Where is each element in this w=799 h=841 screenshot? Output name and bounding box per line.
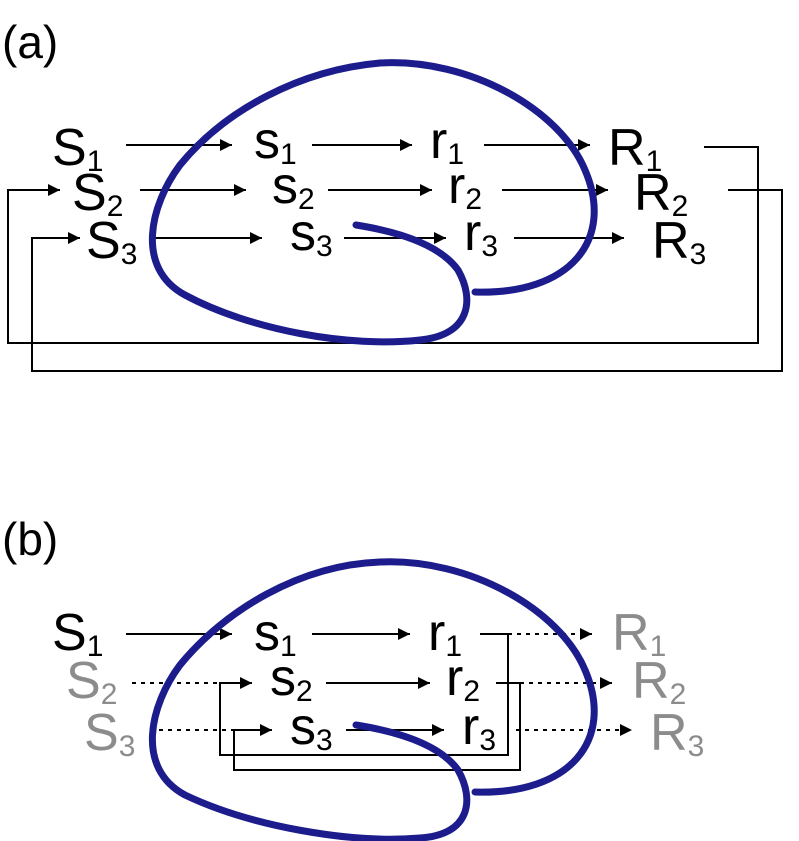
node-b-r1: r1	[428, 604, 462, 663]
node-a-S3: S3	[86, 212, 137, 271]
panel-a-label: (a)	[2, 16, 58, 68]
node-b-r2: r2	[446, 649, 480, 708]
node-b-S3: S3	[84, 704, 135, 763]
node-b-R1: R1	[612, 604, 666, 663]
node-a-R2: R2	[634, 164, 688, 223]
feedback-a-R2-S3	[31, 189, 783, 372]
node-b-S2: S2	[66, 652, 117, 711]
panel-a: (a) S1 s1 r1 R1 S2 s2 r2 R2 S3 s3 r3 R3	[2, 16, 783, 372]
panel-b: (b) S1 s1 r1 R1 S2 s2 r2 R2 S3 s3 r3 R3	[2, 513, 704, 841]
node-a-s2: s2	[272, 157, 315, 216]
node-a-r2: r2	[448, 157, 482, 216]
node-a-s1: s1	[254, 112, 297, 171]
node-a-R3: R3	[652, 212, 706, 271]
node-a-R1: R1	[608, 119, 662, 178]
node-b-R3: R3	[650, 704, 704, 763]
node-b-s3: s3	[290, 698, 333, 757]
node-a-S2: S2	[72, 164, 123, 223]
panel-b-label: (b)	[2, 513, 58, 565]
node-b-R2: R2	[632, 652, 686, 711]
node-b-r3: r3	[462, 698, 496, 757]
node-a-s3: s3	[290, 204, 333, 263]
node-a-S1: S1	[52, 119, 103, 178]
node-a-r3: r3	[464, 204, 498, 263]
node-b-S1: S1	[52, 604, 103, 663]
node-b-s2: s2	[270, 649, 313, 708]
node-a-r1: r1	[430, 112, 464, 171]
node-b-s1: s1	[254, 604, 297, 663]
brain-outline-a	[149, 59, 598, 346]
brain-outline-b	[149, 558, 598, 841]
